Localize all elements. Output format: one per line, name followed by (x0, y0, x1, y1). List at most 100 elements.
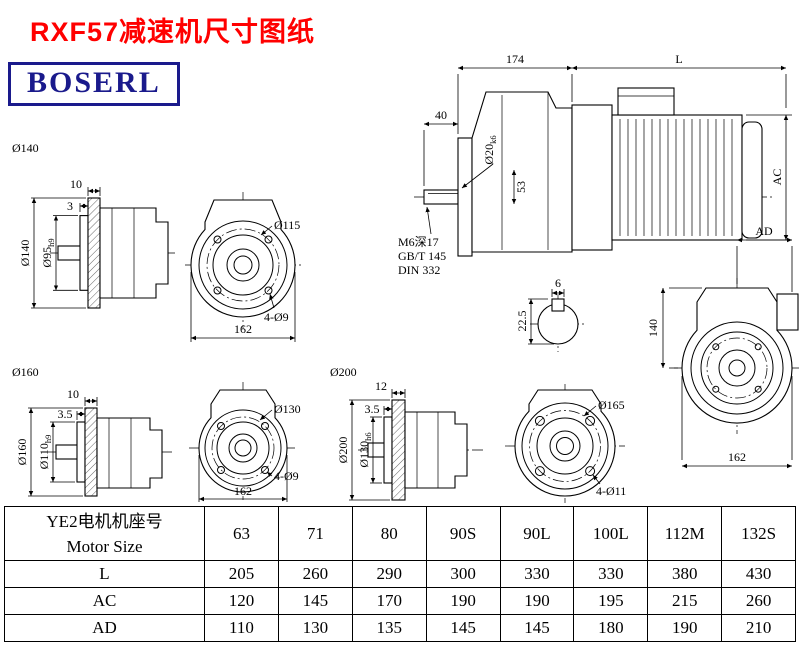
flange200-bolt-circle-label: Ø165 (598, 398, 625, 412)
table-cell: 145 (277, 587, 353, 615)
flange160-dim-od: Ø160 (15, 407, 83, 497)
table-cell: 210 (721, 614, 796, 642)
col-header-90s: 90S (425, 506, 501, 561)
flange140-plate (87, 197, 101, 309)
flange200-title: Ø200 (330, 365, 357, 379)
shaft-bore-circle (728, 359, 746, 377)
flange140-dim-10: 10 (70, 177, 101, 196)
flange140-holes-label: 4-Ø9 (264, 310, 289, 324)
flange140-dim-162: 162 (190, 272, 296, 342)
dim-40: 40 (423, 108, 458, 186)
flange160-title: Ø160 (12, 365, 39, 379)
flange140-spigot (79, 215, 89, 291)
flange200-dim-spigot: Ø130h6 (357, 416, 382, 484)
table-row-L: L 205 260 290 300 330 330 380 430 (4, 560, 796, 588)
flange200-od-label: Ø200 (336, 437, 350, 464)
motor-body (611, 114, 743, 241)
flange200-dim-12: 12 (375, 379, 406, 398)
main-side-view: 174 L 40 Ø20k6 53 (398, 52, 792, 277)
flange200-spigot (383, 416, 393, 484)
col-header-63: 63 (204, 506, 279, 561)
flange200-bolt-circle-callout: Ø165 (583, 398, 625, 417)
flange160-bolt-circle-callout: Ø130 (259, 402, 301, 421)
page-title: RXF57减速机尺寸图纸 (30, 17, 316, 47)
dim-L: L (572, 52, 787, 108)
table-header-row: YE2电机机座号 Motor Size 63 71 80 90S 90L 100… (4, 506, 796, 561)
motor-size-header-en: Motor Size (66, 536, 143, 556)
table-cell: 145 (425, 614, 501, 642)
flange160-dim-3-5-label: 3.5 (58, 407, 73, 421)
flange160-group: Ø160 10 3.5 Ø (12, 365, 301, 502)
table-cell: 190 (647, 614, 723, 642)
dim-AC-label: AC (770, 169, 784, 186)
flange200-dim-3-5: 3.5 (365, 402, 392, 416)
motor-size-header: YE2电机机座号 Motor Size (4, 506, 205, 561)
technical-drawing: 174 L 40 Ø20k6 53 (12, 52, 800, 503)
col-header-90l: 90L (499, 506, 575, 561)
flange160-dim-spigot: Ø110h9 (37, 421, 75, 483)
table-row-AC: AC 120 145 170 190 190 195 215 260 (4, 587, 796, 615)
standard-gb-label: GB/T 145 (398, 249, 446, 263)
flange200-plate (391, 399, 406, 501)
flange140-od-label: Ø140 (18, 240, 32, 267)
output-flange (457, 137, 473, 257)
motor-fan-cover (741, 121, 763, 239)
flange140-dim-162-label: 162 (234, 322, 252, 336)
flange160-dim-10-label: 10 (67, 387, 79, 401)
motor-flange-bell (571, 104, 613, 251)
flange140-dim-spigot: Ø95h9 (40, 215, 78, 291)
motor-size-header-cn: YE2电机机座号 (46, 511, 163, 531)
flange160-body (96, 417, 163, 489)
table-cell: 330 (573, 560, 649, 588)
flange140-dim-10-label: 10 (70, 177, 82, 191)
flange140-holes-callout: 4-Ø9 (264, 293, 289, 324)
table-cell: 135 (351, 614, 427, 642)
dim-AD: AD (736, 224, 793, 292)
table-row-AD: AD 110 130 135 145 145 180 190 210 (4, 614, 796, 642)
table-cell: 170 (351, 587, 427, 615)
flange160-holes-callout: 4-Ø9 (266, 469, 299, 483)
dim-AC: AC (746, 114, 792, 241)
table-cell: 330 (499, 560, 575, 588)
flange200-group: Ø200 12 3.5 Ø (330, 365, 626, 503)
dim-shaft-diameter: Ø20k6 (461, 135, 498, 189)
dim-L-label: L (675, 52, 682, 66)
shaft-diameter-label: Ø20k6 (482, 135, 498, 164)
table-cell: 130 (277, 614, 353, 642)
flange140-title: Ø140 (12, 141, 39, 155)
dim-6-label: 6 (555, 276, 561, 290)
table-cell: 260 (277, 560, 353, 588)
flange160-spigot (76, 421, 86, 483)
flange140-bolt-circle-label: Ø115 (274, 218, 300, 232)
table-cell: 260 (721, 587, 796, 615)
dim-174: 174 (457, 52, 573, 134)
flange160-spigot-label: Ø110h9 (37, 435, 53, 470)
flange160-holes-label: 4-Ø9 (274, 469, 299, 483)
tap-note-label: M6深17 (398, 235, 439, 249)
flange160-dim-162: 162 (198, 455, 288, 502)
output-shaft (423, 189, 459, 205)
dim-AD-label: AD (755, 224, 773, 238)
table-cell: 290 (351, 560, 427, 588)
flange200-dim-od: Ø200 (336, 399, 390, 501)
dim-22-5-label: 22.5 (515, 311, 529, 332)
dim-40-label: 40 (435, 108, 447, 122)
flange140-group: Ø140 10 3 Ø14 (12, 141, 301, 342)
table-cell: 190 (499, 587, 575, 615)
flange160-dim-3-5: 3.5 (58, 407, 85, 421)
keyway-detail-view: 6 22.5 (515, 276, 586, 352)
key-section (551, 298, 565, 312)
row-label-AD: AD (4, 614, 205, 642)
gear-housing (471, 91, 573, 253)
gearbox-front-view-right: AD 140 162 (646, 224, 800, 469)
flange160-od-label: Ø160 (15, 439, 29, 466)
table-cell: 430 (721, 560, 796, 588)
table-cell: 145 (499, 614, 575, 642)
dim-162-right: 162 (681, 376, 793, 469)
brand-logo: BOSERL (8, 62, 180, 106)
dim-53: 53 (511, 170, 528, 204)
dim-162-right-label: 162 (728, 450, 746, 464)
col-header-71: 71 (277, 506, 353, 561)
flange140-dim-3-label: 3 (67, 199, 73, 213)
terminal-box (617, 87, 675, 116)
